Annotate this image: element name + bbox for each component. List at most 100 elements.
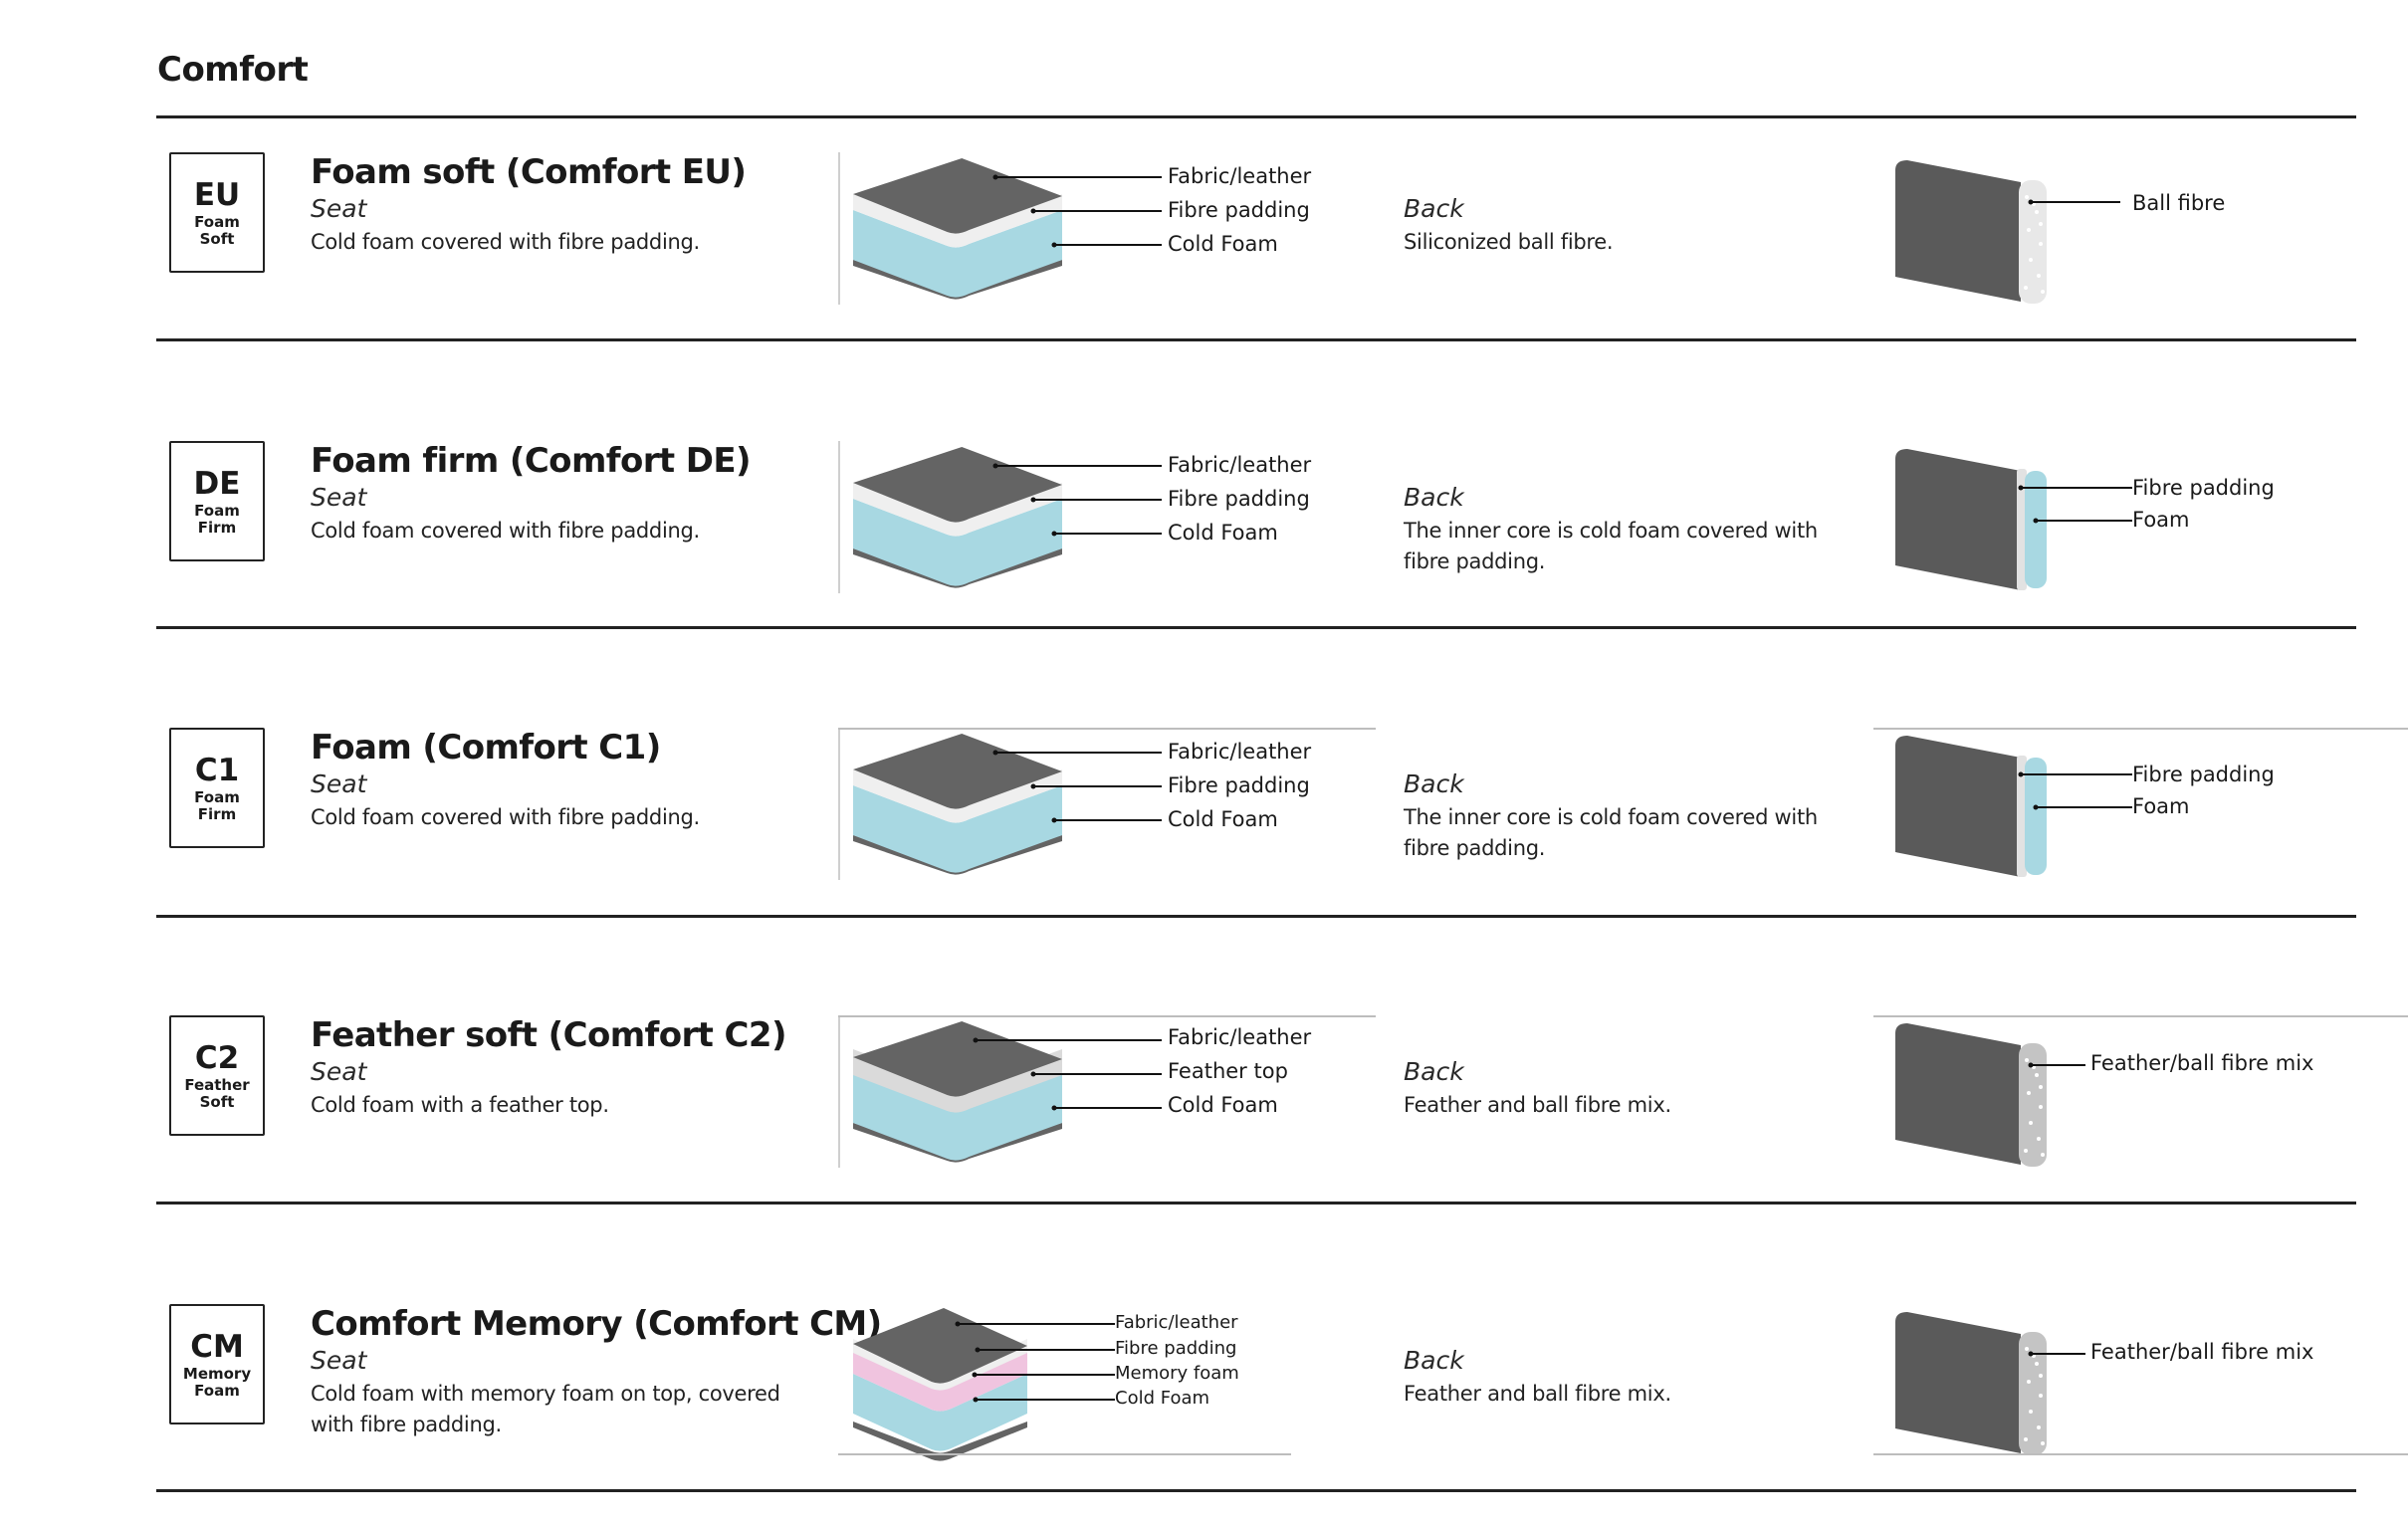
back-layer-label: Ball fibre [2132, 191, 2226, 215]
leader-dot [2033, 518, 2039, 524]
seat-layer-label: Cold Foam [1168, 807, 1278, 831]
leader-dot [1051, 817, 1057, 823]
seat-label: Seat [311, 1057, 367, 1086]
back-cushion-diagram [1895, 449, 2132, 590]
row-rule [156, 1202, 2356, 1204]
seat-layer-label: Cold Foam [1168, 232, 1278, 256]
seat-layers-diagram [853, 734, 1162, 875]
back-cushion-body [1895, 736, 2021, 877]
comfort-row-cm: CM Memory Foam Comfort Memory (Comfort C… [0, 1304, 2408, 1503]
fibre-speck [2041, 1153, 2045, 1157]
leader-dot [1030, 497, 1036, 503]
fibre-speck [2035, 1073, 2039, 1077]
seat-layer-label: Fabric/leather [1168, 164, 1312, 188]
fibre-speck [2039, 1394, 2043, 1398]
seat-layer-label: Fibre padding [1115, 1338, 1237, 1359]
row-rule [156, 626, 2356, 629]
leader-dot [1051, 242, 1057, 248]
cold-foam-layer [853, 1374, 1027, 1451]
comfort-title: Comfort Memory (Comfort CM) [311, 1304, 882, 1344]
seat-layer-label: Fabric/leather [1115, 1312, 1238, 1333]
back-description: Siliconized ball fibre. [1404, 230, 1614, 254]
back-cushion-body [1895, 449, 2021, 590]
seat-layer-label: Fabric/leather [1168, 740, 1312, 764]
seat-layers-diagram [853, 158, 1162, 300]
seat-layer-label: Feather top [1168, 1059, 1288, 1083]
leader-dot [2028, 1062, 2034, 1068]
feather-mix-core [2019, 1043, 2047, 1167]
back-description: The inner core is cold foam covered with… [1404, 519, 1818, 573]
fibre-speck [2029, 1410, 2033, 1414]
comfort-title: Foam (Comfort C1) [311, 728, 661, 767]
leader-dot [2018, 771, 2024, 777]
frame-line [1873, 1453, 2408, 1455]
foam-core [2025, 471, 2047, 588]
section-rule [156, 115, 2356, 118]
comfort-badge: C2 Feather Soft [169, 1015, 265, 1136]
fibre-padding-layer [853, 769, 1062, 823]
seat-layers-diagram [853, 447, 1162, 588]
leader-dot [1051, 1105, 1057, 1111]
comfort-badge: EU Foam Soft [169, 152, 265, 273]
row-rule [156, 915, 2356, 918]
seat-layer-label: Fabric/leather [1168, 1025, 1312, 1049]
frame-line [1873, 728, 2408, 730]
back-label: Back [1404, 483, 1464, 512]
ball-fibre-core [2019, 180, 2047, 304]
seat-description: Cold foam with a feather top. [311, 1093, 609, 1117]
seat-label: Seat [311, 194, 367, 223]
seat-label: Seat [311, 769, 367, 798]
leader-dot [955, 1321, 961, 1327]
back-label: Back [1404, 769, 1464, 798]
fibre-padding-layer [853, 483, 1062, 537]
badge-subtitle: Foam Firm [194, 502, 240, 537]
leader-dot [1030, 208, 1036, 214]
divider-line [838, 152, 840, 305]
fibre-speck [2024, 1149, 2028, 1153]
comfort-badge: C1 Foam Firm [169, 728, 265, 848]
cold-foam-layer [853, 499, 1062, 586]
fibre-speck [2037, 1425, 2041, 1429]
fibre-speck [2039, 1374, 2043, 1378]
seat-layer-label: Fibre padding [1168, 487, 1310, 511]
back-cushion-body [1895, 1312, 2021, 1453]
back-description: Feather and ball fibre mix. [1404, 1382, 1671, 1406]
back-description: Feather and ball fibre mix. [1404, 1093, 1671, 1117]
seat-label: Seat [311, 1346, 367, 1375]
seat-layer-label: Memory foam [1115, 1363, 1239, 1384]
fibre-speck [2027, 228, 2031, 232]
comfort-title: Foam firm (Comfort DE) [311, 441, 752, 481]
badge-subtitle: Foam Firm [194, 788, 240, 823]
cold-foam-layer [853, 785, 1062, 873]
comfort-row-eu: EU Foam Soft Foam soft (Comfort EU) Seat… [0, 152, 2408, 351]
frame-line [838, 728, 1376, 730]
comfort-title: Foam soft (Comfort EU) [311, 152, 747, 192]
fibre-speck [2037, 274, 2041, 278]
leader-dot [973, 1037, 979, 1043]
leader-dot [1051, 531, 1057, 537]
section-title: Comfort [157, 50, 309, 90]
seat-layer-label: Fibre padding [1168, 773, 1310, 797]
row-rule [156, 1489, 2356, 1492]
fibre-speck [2024, 1437, 2028, 1441]
badge-subtitle: Memory Foam [182, 1365, 252, 1400]
leader-dot [992, 750, 998, 756]
back-layer-label: Fibre padding [2132, 763, 2275, 786]
seat-layers-diagram [853, 1308, 1115, 1461]
fibre-speck [2041, 1441, 2045, 1445]
leader-dot [2028, 1351, 2034, 1357]
frame-line [838, 1015, 1376, 1017]
memory-foam-layer [853, 1352, 1027, 1412]
seat-layer-label: Cold Foam [1168, 1093, 1278, 1117]
fibre-padding-edge [2017, 469, 2027, 590]
fibre-speck [2029, 258, 2033, 262]
leader-dot [2028, 199, 2034, 205]
fibre-speck [2025, 1058, 2029, 1062]
back-layer-label: Fibre padding [2132, 476, 2275, 500]
leader-dot [992, 463, 998, 469]
feather-mix-core [2019, 1332, 2047, 1455]
leader-dot [992, 174, 998, 180]
seat-description: Cold foam covered with fibre padding. [311, 230, 700, 254]
fibre-speck [2035, 210, 2039, 214]
fibre-speck [2024, 286, 2028, 290]
